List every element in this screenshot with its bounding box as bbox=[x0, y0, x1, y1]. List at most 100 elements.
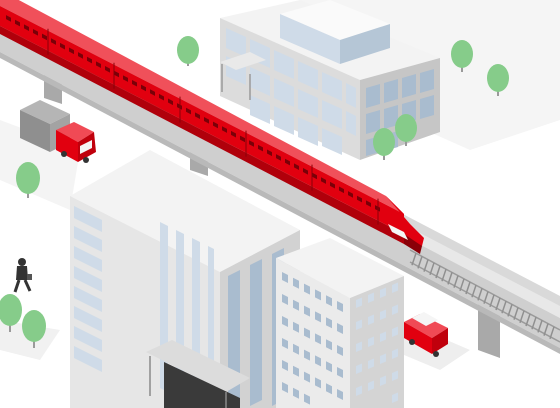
apartment-window bbox=[337, 345, 343, 356]
track-sleeper bbox=[507, 304, 513, 317]
train-window bbox=[123, 75, 128, 82]
apartment-window bbox=[293, 387, 299, 399]
apartment-window bbox=[315, 355, 321, 367]
apartment-window bbox=[380, 287, 386, 298]
train-window bbox=[213, 121, 218, 129]
apartment-window bbox=[337, 323, 343, 334]
track-sleepers bbox=[411, 252, 555, 340]
apartment-window bbox=[356, 297, 362, 308]
apartment-window bbox=[326, 383, 332, 395]
apartment-window bbox=[326, 361, 332, 373]
apartment-window bbox=[368, 292, 374, 303]
apartment-windows bbox=[282, 272, 398, 405]
track-sleeper bbox=[489, 294, 495, 308]
tall-office-tower bbox=[70, 150, 300, 408]
apartment-window bbox=[293, 343, 299, 355]
trees-left bbox=[0, 162, 46, 348]
delivery-truck bbox=[20, 100, 96, 163]
train-window bbox=[258, 144, 263, 152]
track-sleeper bbox=[465, 281, 471, 295]
train-window bbox=[204, 117, 209, 124]
train-window bbox=[96, 61, 101, 69]
track-sleeper bbox=[435, 265, 441, 279]
apartment-window bbox=[368, 358, 374, 369]
apartment-window bbox=[392, 326, 398, 337]
apartment-window bbox=[326, 295, 332, 307]
apartment-window bbox=[368, 336, 374, 347]
train-window bbox=[276, 154, 281, 161]
red-high-speed-train bbox=[0, 0, 424, 254]
track-sleeper bbox=[477, 288, 483, 301]
track-sleeper bbox=[483, 291, 489, 304]
train-window bbox=[285, 158, 290, 166]
apartment-window bbox=[293, 277, 299, 289]
track-sleeper bbox=[423, 259, 429, 272]
glass-canopy bbox=[220, 52, 266, 70]
apartment-window bbox=[304, 327, 310, 339]
track-sleeper bbox=[453, 275, 459, 288]
glass-office-building bbox=[220, 0, 440, 160]
apartment-window bbox=[337, 301, 343, 312]
apartment-window bbox=[392, 370, 398, 381]
apartment-window bbox=[282, 294, 288, 305]
apartment-window bbox=[380, 309, 386, 320]
track-sleeper bbox=[501, 300, 507, 314]
office-windows-left bbox=[226, 28, 356, 155]
apartment-window bbox=[392, 392, 398, 403]
train-window bbox=[222, 126, 227, 133]
apartment-window bbox=[380, 331, 386, 342]
apartment-window bbox=[315, 377, 321, 389]
apartment-window bbox=[304, 349, 310, 361]
track-sleeper bbox=[537, 320, 543, 333]
apartment-window bbox=[392, 282, 398, 293]
train-window bbox=[105, 66, 110, 73]
train-window bbox=[114, 70, 119, 78]
train-window bbox=[195, 112, 200, 119]
apartment-window bbox=[380, 375, 386, 386]
train-window bbox=[150, 89, 155, 96]
apartment-window bbox=[356, 363, 362, 374]
apartment-window bbox=[282, 360, 288, 371]
track-sleeper bbox=[417, 256, 423, 269]
apartment-window bbox=[368, 380, 374, 391]
apartment-window bbox=[315, 333, 321, 345]
trees-top bbox=[177, 36, 509, 160]
train-window bbox=[267, 149, 272, 157]
bus-shelter bbox=[146, 340, 250, 408]
track-sleeper bbox=[525, 313, 531, 327]
train-window bbox=[357, 195, 362, 203]
train-window bbox=[51, 38, 56, 45]
train-window bbox=[348, 191, 353, 198]
train-window bbox=[231, 130, 236, 138]
apartment-window bbox=[368, 314, 374, 325]
train-window bbox=[168, 98, 173, 106]
apartment-window bbox=[337, 389, 343, 400]
train-window bbox=[321, 177, 326, 184]
apartment-window bbox=[293, 299, 299, 311]
train-window bbox=[294, 163, 299, 170]
apartment-window bbox=[282, 382, 288, 393]
apartment-window bbox=[304, 393, 310, 405]
walking-businessman bbox=[13, 258, 32, 293]
apartment-window bbox=[337, 367, 343, 378]
train-windows bbox=[6, 15, 380, 225]
apartment-window bbox=[282, 316, 288, 327]
train-window bbox=[240, 135, 245, 143]
track-sleeper bbox=[495, 297, 501, 311]
apartment-window bbox=[315, 289, 321, 301]
apartment-window bbox=[326, 317, 332, 329]
track-sleeper bbox=[513, 307, 519, 320]
train-window bbox=[69, 47, 74, 55]
track-sleeper bbox=[459, 278, 465, 292]
train-window bbox=[141, 84, 146, 92]
train-window bbox=[312, 172, 317, 180]
train-window bbox=[330, 181, 335, 189]
track-sleeper bbox=[447, 272, 453, 285]
track-sleeper bbox=[543, 323, 549, 336]
apartment-window bbox=[356, 341, 362, 352]
apartment-window bbox=[356, 385, 362, 396]
train-window bbox=[60, 42, 65, 50]
train-window bbox=[24, 24, 29, 31]
apartment-window bbox=[304, 305, 310, 317]
